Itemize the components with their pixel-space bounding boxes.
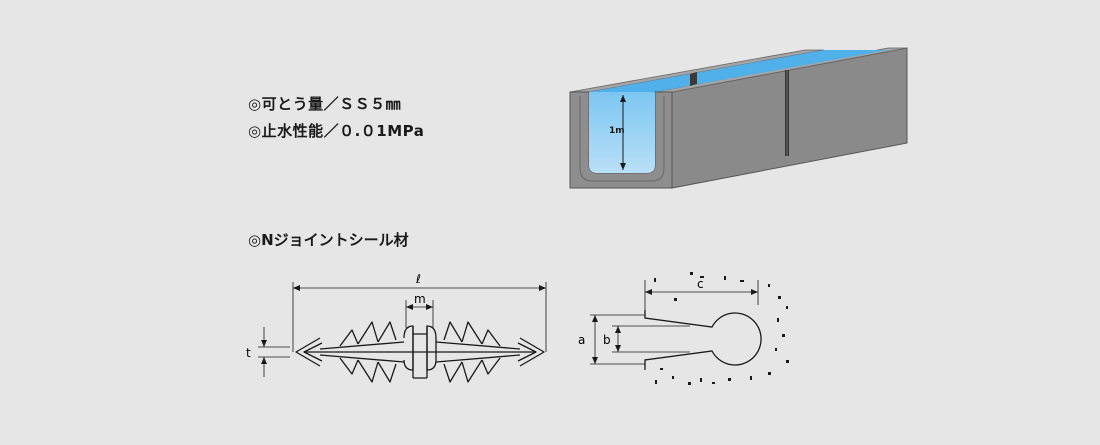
dimension-a-label: a xyxy=(578,333,585,347)
spec-flexibility: ◎可とう量／ＳＳ５㎜ xyxy=(248,95,402,113)
dimension-l-label: ℓ xyxy=(415,272,421,286)
spec-waterproof: ◎止水性能／０.０1MPa xyxy=(248,122,425,140)
groove-outline xyxy=(644,310,762,370)
seal-profile-drawing: ℓ m t xyxy=(246,272,547,383)
dimension-m-label: m xyxy=(414,292,426,306)
dimension-t-label: t xyxy=(246,346,251,360)
joint-groove-drawing: c a b xyxy=(578,272,789,385)
material-title: ◎Nジョイントシール材 xyxy=(248,231,409,249)
dimension-c-label: c xyxy=(697,277,704,291)
water-surface xyxy=(589,50,888,92)
concrete-channel: 1m xyxy=(569,47,908,189)
water-depth-label: 1m xyxy=(609,126,625,136)
dimension-b-label: b xyxy=(603,333,611,347)
concrete-texture xyxy=(654,272,789,385)
